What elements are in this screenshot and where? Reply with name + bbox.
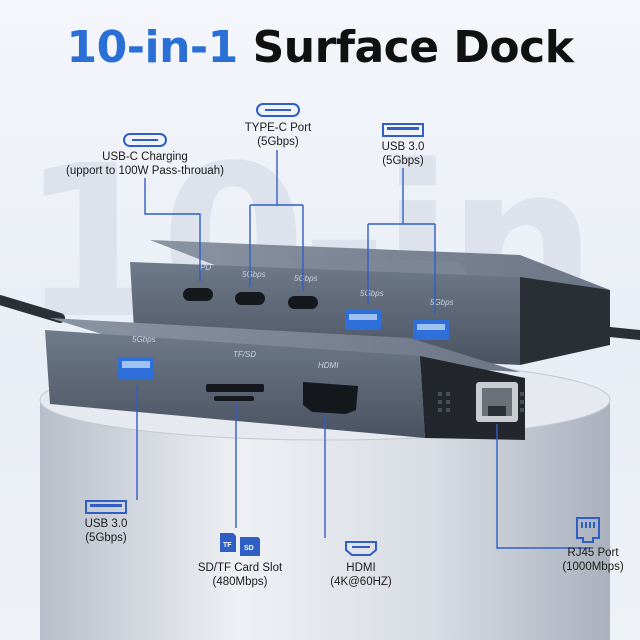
title-rest: Surface Dock [252,22,574,73]
sd-tf-card-icon: TF SD [220,533,260,556]
usb-a-bottom-icon [85,500,127,514]
title-accent: 10-in-1 [66,22,239,73]
marking-usb-front: 5Gbps [132,335,156,344]
label-hdmi: HDMI (4K@60HZ) [311,561,411,589]
marking-hdmi: HDMI [318,361,339,370]
typec-port-1 [235,292,265,305]
tf-slot [214,396,254,401]
lower-ports [118,357,518,422]
marking-typec2: 5Gbps [294,274,318,283]
label-usb30-top-line2: (5Gbps) [382,155,424,167]
left-cable [0,295,65,323]
type-c-port-icon [256,103,300,117]
label-rj45-line1: RJ45 Port [567,547,619,559]
svg-text:SD: SD [244,545,254,552]
label-usbc-charging-line2: (upport to 100W Pass-throuah) [66,165,224,177]
label-hdmi-line1: HDMI [346,562,376,574]
label-usb30-bottom-line1: USB 3.0 [84,518,128,530]
marking-typec1: 5Gbps [242,270,266,279]
marking-usb-top2: 5Gbps [430,298,454,307]
hdmi-port [303,382,358,414]
pd-port [183,288,213,301]
marking-tfsd: TF/SD [233,350,256,359]
label-usb30-bottom: USB 3.0 (5Gbps) [66,517,146,545]
label-hdmi-line2: (4K@60HZ) [330,576,392,588]
label-sdtf: SD/TF Card Slot (480Mbps) [180,561,300,589]
usb-c-charging-icon [123,133,167,147]
hdmi-port-icon [345,541,377,556]
label-typec-port: TYPE-C Port (5Gbps) [228,121,328,149]
marking-pd: PD [200,263,211,272]
label-sdtf-line1: SD/TF Card Slot [197,562,283,574]
usb-a-top-icon [382,123,424,137]
label-usb30-top: USB 3.0 (5Gbps) [363,140,443,168]
label-usb30-bottom-line2: (5Gbps) [85,532,127,544]
label-rj45: RJ45 Port (1000Mbps) [548,546,638,574]
label-sdtf-line2: (480Mbps) [212,576,268,588]
label-typec-port-line1: TYPE-C Port [244,122,312,134]
typec-port-2 [288,296,318,309]
svg-text:TF: TF [223,542,232,549]
ethernet-port-icon [576,517,600,543]
label-rj45-line2: (1000Mbps) [562,561,624,573]
marking-usb-top1: 5Gbps [360,289,384,298]
label-usbc-charging: USB-C Charging (upport to 100W Pass-thro… [52,150,238,178]
label-usbc-charging-line1: USB-C Charging [102,151,188,163]
label-usb30-top-line1: USB 3.0 [381,141,425,153]
page-title: 10-in-1 Surface Dock [0,22,640,73]
sd-slot [206,384,264,392]
label-typec-port-line2: (5Gbps) [257,136,299,148]
upper-ports [183,288,449,340]
leader-lines [136,150,590,549]
